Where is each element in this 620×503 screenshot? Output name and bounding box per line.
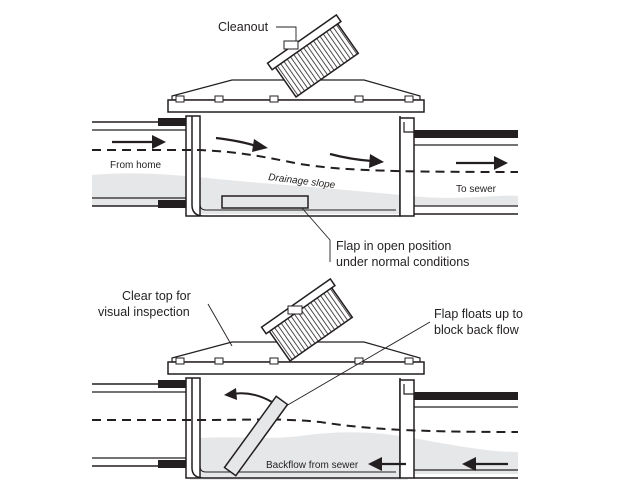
outlet-pipe-top [403,122,518,215]
cleanout-label: Cleanout [218,20,269,34]
top-diagram-normal-flow: Cleanout From home Drainage slope To sew… [92,13,519,269]
outlet-pipe-bottom [403,384,518,479]
flap-floats-label-line2: block back flow [434,323,520,337]
cleanout-nub-top [283,40,299,50]
flap-open-label-line2: under normal conditions [336,255,469,269]
flap-floats-label-line1: Flap floats up to [434,307,523,321]
valve-body-top [185,115,415,217]
flap-open [221,195,309,209]
clear-top-leader [207,303,233,347]
flap-floats-leader [285,321,431,407]
drainage-slope-line-top [92,149,519,173]
water-bottom [190,432,518,480]
cleanout-leader [276,26,297,41]
flow-arrows-top [112,135,508,170]
bottom-diagram-backflow: Clear top for visual inspection Flap flo… [92,277,523,480]
flap-floated [223,395,289,477]
flap-open-label-line1: Flap in open position [336,239,451,253]
to-sewer-label: To sewer [456,184,497,195]
from-home-label: From home [110,160,162,171]
flap-motion-arrow [231,392,273,403]
cleanout-nub-bottom [287,305,303,315]
valve-body-bottom [185,377,415,479]
drainage-slope-line-bottom [92,418,519,433]
cleanout-cap-top [266,13,360,98]
backflow-arrows [368,457,508,471]
inlet-pipe-top [92,118,188,208]
flap-open-leader [301,207,331,262]
inlet-pipe-bottom [92,380,188,468]
backflow-label: Backflow from sewer [266,460,359,471]
clear-top-label-line2: visual inspection [98,305,190,319]
clear-top-label-line1: Clear top for [122,289,191,303]
